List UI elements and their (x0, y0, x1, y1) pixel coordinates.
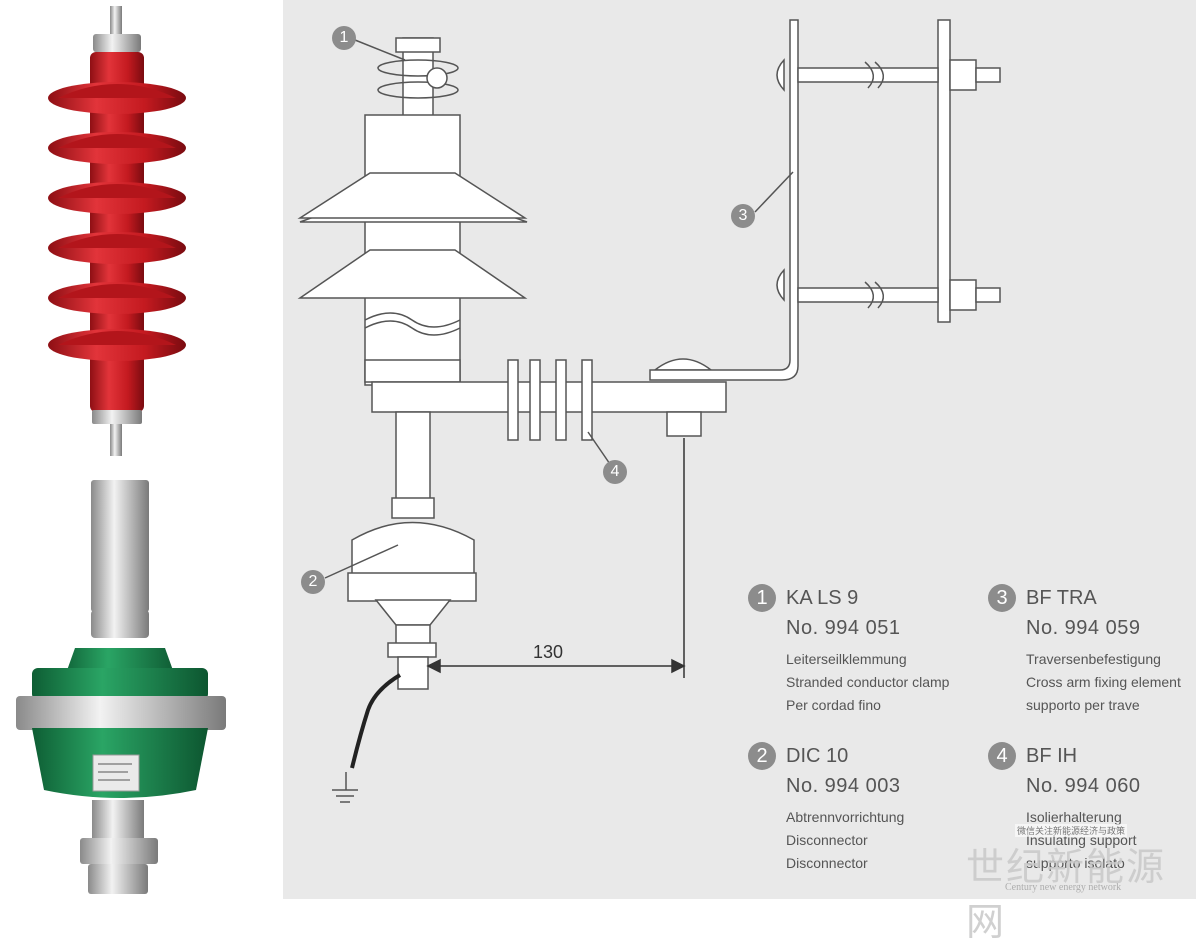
legend-desc-de: Isolierhalterung (1026, 809, 1122, 825)
dimension-label: 130 (533, 642, 564, 662)
legend-number: 2 (748, 742, 776, 770)
ground-cable-drawing (332, 673, 402, 803)
legend-desc-en: Disconnector (786, 832, 868, 848)
disconnector-photo (16, 480, 226, 894)
watermark-note: 微信关注新能源经济与政策 (1015, 824, 1128, 837)
photo-illustrations (16, 6, 226, 894)
legend-desc-en: Stranded conductor clamp (786, 674, 950, 690)
legend-part-number: No. 994 051 (786, 617, 901, 639)
legend-name: BF IH (1026, 745, 1078, 767)
legend-part-number: No. 994 003 (786, 775, 901, 797)
legend-item-3: 3 BF TRA No. 994 059 Traversenbefestigun… (988, 584, 1194, 714)
legend-name: KA LS 9 (786, 587, 859, 609)
callout-2: 2 (301, 570, 325, 594)
arrester-body-drawing (297, 114, 528, 386)
legend-desc-de: Leiterseilklemmung (786, 651, 907, 667)
surge-arrester-photo (48, 6, 186, 456)
legend-part-number: No. 994 059 (1026, 617, 1141, 639)
watermark-english: Century new energy network (1005, 882, 1122, 893)
callout-4: 4 (603, 460, 627, 484)
legend-item-4: 4 BF IH No. 994 060 Isolierhalterung Ins… (988, 742, 1194, 872)
disconnector-drawing (347, 411, 477, 690)
dimension-130-line (426, 438, 686, 678)
bracket-arm-drawing (371, 358, 727, 441)
legend-number: 3 (988, 584, 1016, 612)
legend-item-1: 1 KA LS 9 No. 994 051 Leiterseilklemmung… (748, 584, 968, 714)
legend-desc-it: supporto isolato (1026, 855, 1125, 871)
legend-desc-it: Per cordad fino (786, 697, 881, 713)
callout-1: 1 (332, 26, 356, 50)
legend-item-2: 2 DIC 10 No. 994 003 Abtrennvorrichtung … (748, 742, 968, 872)
legend-name: DIC 10 (786, 745, 849, 767)
legend-desc-de: Abtrennvorrichtung (786, 809, 905, 825)
technical-drawing: 1 2 3 4 130 (283, 0, 1196, 899)
assembly-drawing (297, 19, 1001, 803)
legend-number: 4 (988, 742, 1016, 770)
callout-3: 3 (731, 204, 755, 228)
product-photos (0, 0, 283, 899)
legend-name: BF TRA (1026, 587, 1097, 609)
legend-desc-it: Disconnector (786, 855, 868, 871)
legend-number: 1 (748, 584, 776, 612)
legend-desc-it: supporto per trave (1026, 697, 1140, 713)
cross-arm-fixing-drawing (649, 19, 1001, 381)
legend-part-number: No. 994 060 (1026, 775, 1141, 797)
conductor-clamp-drawing (377, 37, 459, 119)
legend-desc-de: Traversenbefestigung (1026, 651, 1161, 667)
legend-desc-en: Cross arm fixing element (1026, 674, 1181, 690)
